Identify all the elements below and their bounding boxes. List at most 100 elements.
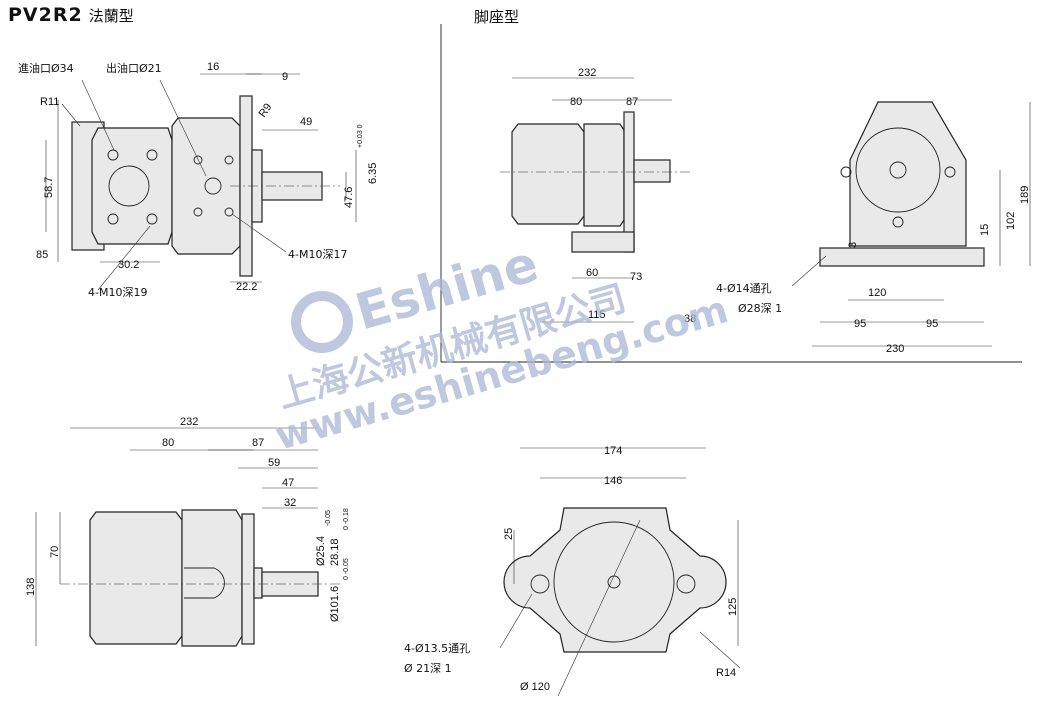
dim-174: 174	[604, 445, 622, 457]
front-counterbore-label: Ø 21深 1	[404, 662, 452, 675]
bolt-hole	[892, 216, 904, 228]
rear-cover-face	[91, 127, 173, 245]
bolt-hole	[944, 166, 956, 178]
inlet-port-side	[184, 567, 225, 599]
dim-r11: R11	[40, 96, 59, 108]
dim-25: 25	[503, 528, 515, 540]
shaft-diameter-tolerance: -0.05	[325, 510, 332, 526]
inlet-port	[108, 165, 150, 207]
mounting-flange-side	[241, 513, 255, 645]
flange-view-1: 進油口Ø34 出油口Ø21 R11 16 9 R9 49 58.7 85 30.…	[18, 61, 379, 299]
dim-102: 102	[1005, 212, 1017, 230]
dim-87: 87	[252, 437, 264, 449]
bolt-hole	[146, 213, 158, 225]
pilot-circle	[553, 521, 675, 643]
pump-body	[171, 117, 241, 255]
bolt-hole	[146, 149, 158, 161]
dim-6-35-tolerance: +0.03 0	[357, 124, 364, 148]
bolt-hole	[840, 166, 852, 178]
dim-22-2: 22.2	[236, 281, 257, 293]
foot-base-end	[819, 247, 985, 267]
dim-95-right: 95	[926, 318, 938, 330]
foot-base	[571, 231, 635, 253]
outlet-label: 出油口Ø21	[106, 61, 162, 75]
foot-counterbore-label: Ø28深 1	[738, 302, 782, 315]
watermark-logo-icon	[291, 291, 353, 353]
dim-58-7: 58.7	[43, 177, 55, 198]
dim-115: 115	[588, 309, 606, 321]
inlet-label: 進油口Ø34	[18, 61, 74, 75]
dim-85: 85	[36, 249, 48, 261]
dim-80: 80	[162, 437, 174, 449]
dim-30-2: 30.2	[118, 259, 139, 271]
outlet-port	[204, 177, 222, 195]
foot-bracket-plate	[623, 111, 635, 253]
bolt-hole	[224, 155, 234, 165]
leader-line	[231, 213, 287, 253]
dim-95-left: 95	[854, 318, 866, 330]
dim-47: 47	[282, 477, 294, 489]
dim-32: 32	[284, 497, 296, 509]
pilot-boss-side	[253, 567, 263, 599]
foot-end-bracket	[849, 101, 967, 247]
bolt-hole	[193, 207, 203, 217]
rear-cover-side	[511, 123, 585, 225]
dim-232: 232	[180, 416, 198, 428]
front-hole-label: 4-Ø13.5通孔	[404, 642, 470, 655]
bolt-hole	[224, 207, 234, 217]
dim-49: 49	[300, 116, 312, 128]
shaft-diameter: Ø25.4	[315, 536, 327, 566]
end-shaft	[889, 161, 907, 179]
dim-38: 38	[684, 313, 696, 325]
leader-line	[97, 225, 151, 291]
dim-r9: R9	[257, 101, 275, 119]
dim-3: 3	[847, 242, 859, 248]
leader-line	[499, 593, 533, 649]
dim-47-6: 47.6	[343, 187, 355, 208]
thread-m10-19: 4-M10深19	[88, 286, 147, 299]
dim-9: 9	[282, 71, 288, 83]
model-title: PV2R2 法蘭型	[8, 4, 134, 26]
foot-type-label: 脚座型	[474, 8, 520, 26]
thread-m10-17: 4-M10深17	[288, 248, 347, 261]
dim-6-35: 6.35	[367, 163, 379, 184]
flange-type-label: 法蘭型	[88, 7, 134, 25]
dim-73: 73	[630, 271, 642, 283]
leader-line	[699, 631, 741, 669]
body-side	[181, 509, 243, 647]
rear-cover-side	[89, 511, 183, 645]
dim-59: 59	[268, 457, 280, 469]
dim-70: 70	[49, 546, 61, 558]
mount-hole-right	[676, 574, 696, 594]
dim-125: 125	[727, 598, 739, 616]
bolt-hole	[193, 155, 203, 165]
end-body-circle	[855, 127, 941, 213]
dim-16: 16	[207, 61, 219, 73]
front-view: 174 146 25 125 4-Ø13.5通孔 Ø 21深 1 Ø 120 R…	[404, 445, 741, 697]
dim-138: 138	[25, 578, 37, 596]
front-flange	[503, 507, 727, 653]
mount-hole-left	[530, 574, 550, 594]
pcd-label: Ø 120	[520, 681, 550, 693]
dim-120: 120	[868, 287, 886, 299]
dim-232: 232	[578, 67, 596, 79]
dim-60: 60	[586, 267, 598, 279]
pilot-diameter-tolerance: 0 -0.05	[343, 558, 350, 580]
key-height: 28.18	[329, 538, 341, 566]
radius-r14: R14	[716, 667, 736, 679]
leader-line	[557, 519, 641, 697]
leader-line	[81, 79, 115, 151]
bolt-hole	[107, 149, 119, 161]
model-code: PV2R2	[8, 4, 83, 26]
flange-view-2: 232 80 87 59 47 32 138 70 Ø25.4 -0.05 28…	[25, 416, 350, 647]
dim-15: 15	[979, 224, 991, 236]
leader-line	[61, 103, 81, 127]
leader-line	[791, 255, 827, 287]
foot-hole-label: 4-Ø14通孔	[716, 282, 772, 295]
bolt-hole	[107, 213, 119, 225]
body-side	[583, 123, 625, 227]
shaft-foot	[633, 159, 671, 183]
pilot-diameter: Ø101.6	[329, 586, 341, 622]
dim-87: 87	[626, 96, 638, 108]
